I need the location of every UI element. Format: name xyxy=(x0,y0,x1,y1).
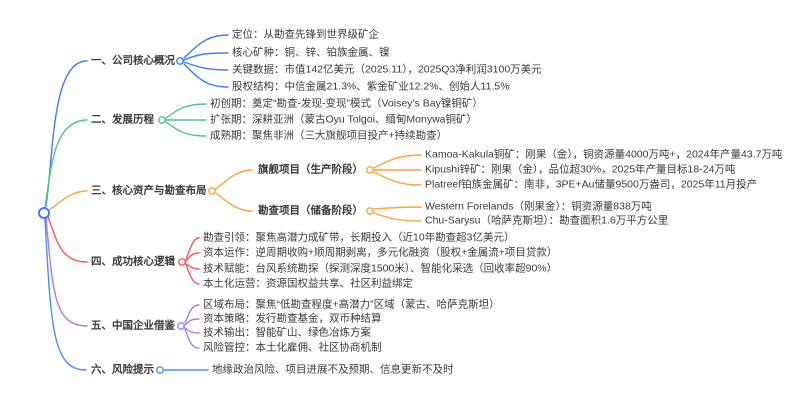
edge-branch3-sub1 xyxy=(215,169,253,190)
child-node-risk-items[interactable]: 地缘政治风险、项目进展不及预期、信息更新不及时 xyxy=(212,363,454,376)
edge-branch1-child4 xyxy=(183,63,229,88)
edge-branch5-child3 xyxy=(184,327,200,334)
child-node-localization[interactable]: 本土化运营：资源国权益共享、社区利益绑定 xyxy=(203,277,413,290)
root-node-dot[interactable] xyxy=(38,207,50,219)
child-node-positioning[interactable]: 定位：从勘查先锋到世界级矿企 xyxy=(232,28,379,41)
child-node-mature-phase[interactable]: 成熟期：聚焦非洲（三大旗舰项目投产+持续勘查） xyxy=(210,129,448,142)
branch5-node-dot[interactable] xyxy=(177,322,185,330)
sub-node-flagship-projects[interactable]: 旗舰项目（生产阶段） xyxy=(258,163,363,176)
child-node-kamoa-kakula[interactable]: Kamoa-Kakula铜矿：刚果（金），铜资源量4000万吨+，2024年产量… xyxy=(425,148,783,161)
branch-node-history[interactable]: 二、发展历程 xyxy=(91,113,154,126)
branch-node-success-logic[interactable]: 四、成功核心逻辑 xyxy=(91,255,175,268)
edge-sub1-child3 xyxy=(373,171,422,186)
sub-node-exploration-projects[interactable]: 勘查项目（储备阶段） xyxy=(258,204,363,217)
edge-branch5-child4 xyxy=(184,328,200,349)
edge-root-branch5 xyxy=(45,217,88,327)
child-node-core-minerals[interactable]: 核心矿种：铜、锌、铂族金属、镍 xyxy=(232,46,390,59)
edge-branch4-child1 xyxy=(185,237,200,260)
sub1-node-dot[interactable] xyxy=(366,166,374,174)
edge-branch2-child3 xyxy=(165,121,207,137)
child-node-western-forelands[interactable]: Western Forelands（刚果金）：铜资源量838万吨 xyxy=(425,200,652,213)
branch-node-china-lessons[interactable]: 五、中国企业借鉴 xyxy=(91,319,175,332)
branch2-node-dot[interactable] xyxy=(158,116,166,124)
edge-branch4-child4 xyxy=(185,264,200,285)
child-node-chu-sarysu[interactable]: Chu-Sarysu（哈萨克斯坦）：勘查面积1.6万平方公里 xyxy=(425,214,669,227)
edge-branch1-child1 xyxy=(183,34,229,59)
edge-root-branch6 xyxy=(44,218,87,371)
branch4-node-dot[interactable] xyxy=(178,258,186,266)
branch6-node-dot[interactable] xyxy=(156,366,164,374)
edge-branch5-child1 xyxy=(184,304,200,324)
edge-root-branch4 xyxy=(47,216,88,263)
child-node-tech-export[interactable]: 技术输出：智能矿山、绿色冶炼方案 xyxy=(203,326,371,339)
child-node-equity[interactable]: 股权结构：中信金属21.3%、紫金矿业12.2%、创始人11.5% xyxy=(232,80,510,93)
child-node-capital-ops[interactable]: 资本运作：逆周期收购+顺周期剥离，多元化融资（股权+金属流+项目贷款） xyxy=(203,246,558,259)
child-node-exploration-led[interactable]: 勘查引领：聚焦高潜力成矿带，长期投入（近10年勘查超3亿美元） xyxy=(203,231,515,244)
child-node-capital-strategy[interactable]: 资本策略：发行勘查基金，双币种结算 xyxy=(203,312,382,325)
child-node-key-data[interactable]: 关键数据：市值142亿美元（2025.11），2025Q3净利润3100万美元 xyxy=(232,63,542,76)
branch1-node-dot[interactable] xyxy=(176,57,184,65)
edge-branch1-child3 xyxy=(183,61,229,71)
edge-sub1-child1 xyxy=(373,154,422,169)
child-node-technology[interactable]: 技术赋能：台风系统勘探（探测深度1500米）、智能化采选（回收率超90%） xyxy=(203,262,558,275)
edge-sub2-child2 xyxy=(373,212,422,222)
child-node-regional-layout[interactable]: 区域布局：聚焦“低勘查程度+高潜力”区域（蒙古、哈萨克斯坦） xyxy=(203,298,500,311)
branch-node-company-overview[interactable]: 一、公司核心概况 xyxy=(91,54,175,67)
edge-branch2-child1 xyxy=(165,103,207,119)
edge-root-branch1 xyxy=(45,60,88,207)
edge-branch4-child2 xyxy=(185,252,200,262)
child-node-expansion-phase[interactable]: 扩张期：深耕亚洲（蒙古Oyu Tolgoi、缅甸Monywa铜矿） xyxy=(210,113,478,126)
edge-branch5-child2 xyxy=(184,318,200,326)
child-node-startup-phase[interactable]: 初创期：奠定“勘查-发现-变现”模式（Voisey’s Bay镍铜矿） xyxy=(210,97,483,110)
child-node-kipushi[interactable]: Kipushi锌矿：刚果（金），品位超30%，2025年产量目标18-24万吨 xyxy=(425,163,736,176)
child-node-risk-control[interactable]: 风险管控：本土化雇佣、社区协商机制 xyxy=(203,341,382,354)
edge-branch3-sub2 xyxy=(215,192,253,212)
branch-node-core-assets[interactable]: 三、核心资产与勘查布局 xyxy=(91,184,207,197)
edge-sub2-child1 xyxy=(373,206,422,210)
branch-node-risk-warning[interactable]: 六、风险提示 xyxy=(91,363,154,376)
edge-root-branch3 xyxy=(48,190,88,211)
edge-root-branch2 xyxy=(44,119,88,209)
edge-branch1-child2 xyxy=(183,52,229,61)
edge-branch4-child3 xyxy=(185,263,200,270)
branch3-node-dot[interactable] xyxy=(208,187,216,195)
child-node-platreef[interactable]: Platreef铂族金属矿：南非，3PE+Au储量9500万盎司，2025年11… xyxy=(425,178,758,191)
sub2-node-dot[interactable] xyxy=(366,207,374,215)
